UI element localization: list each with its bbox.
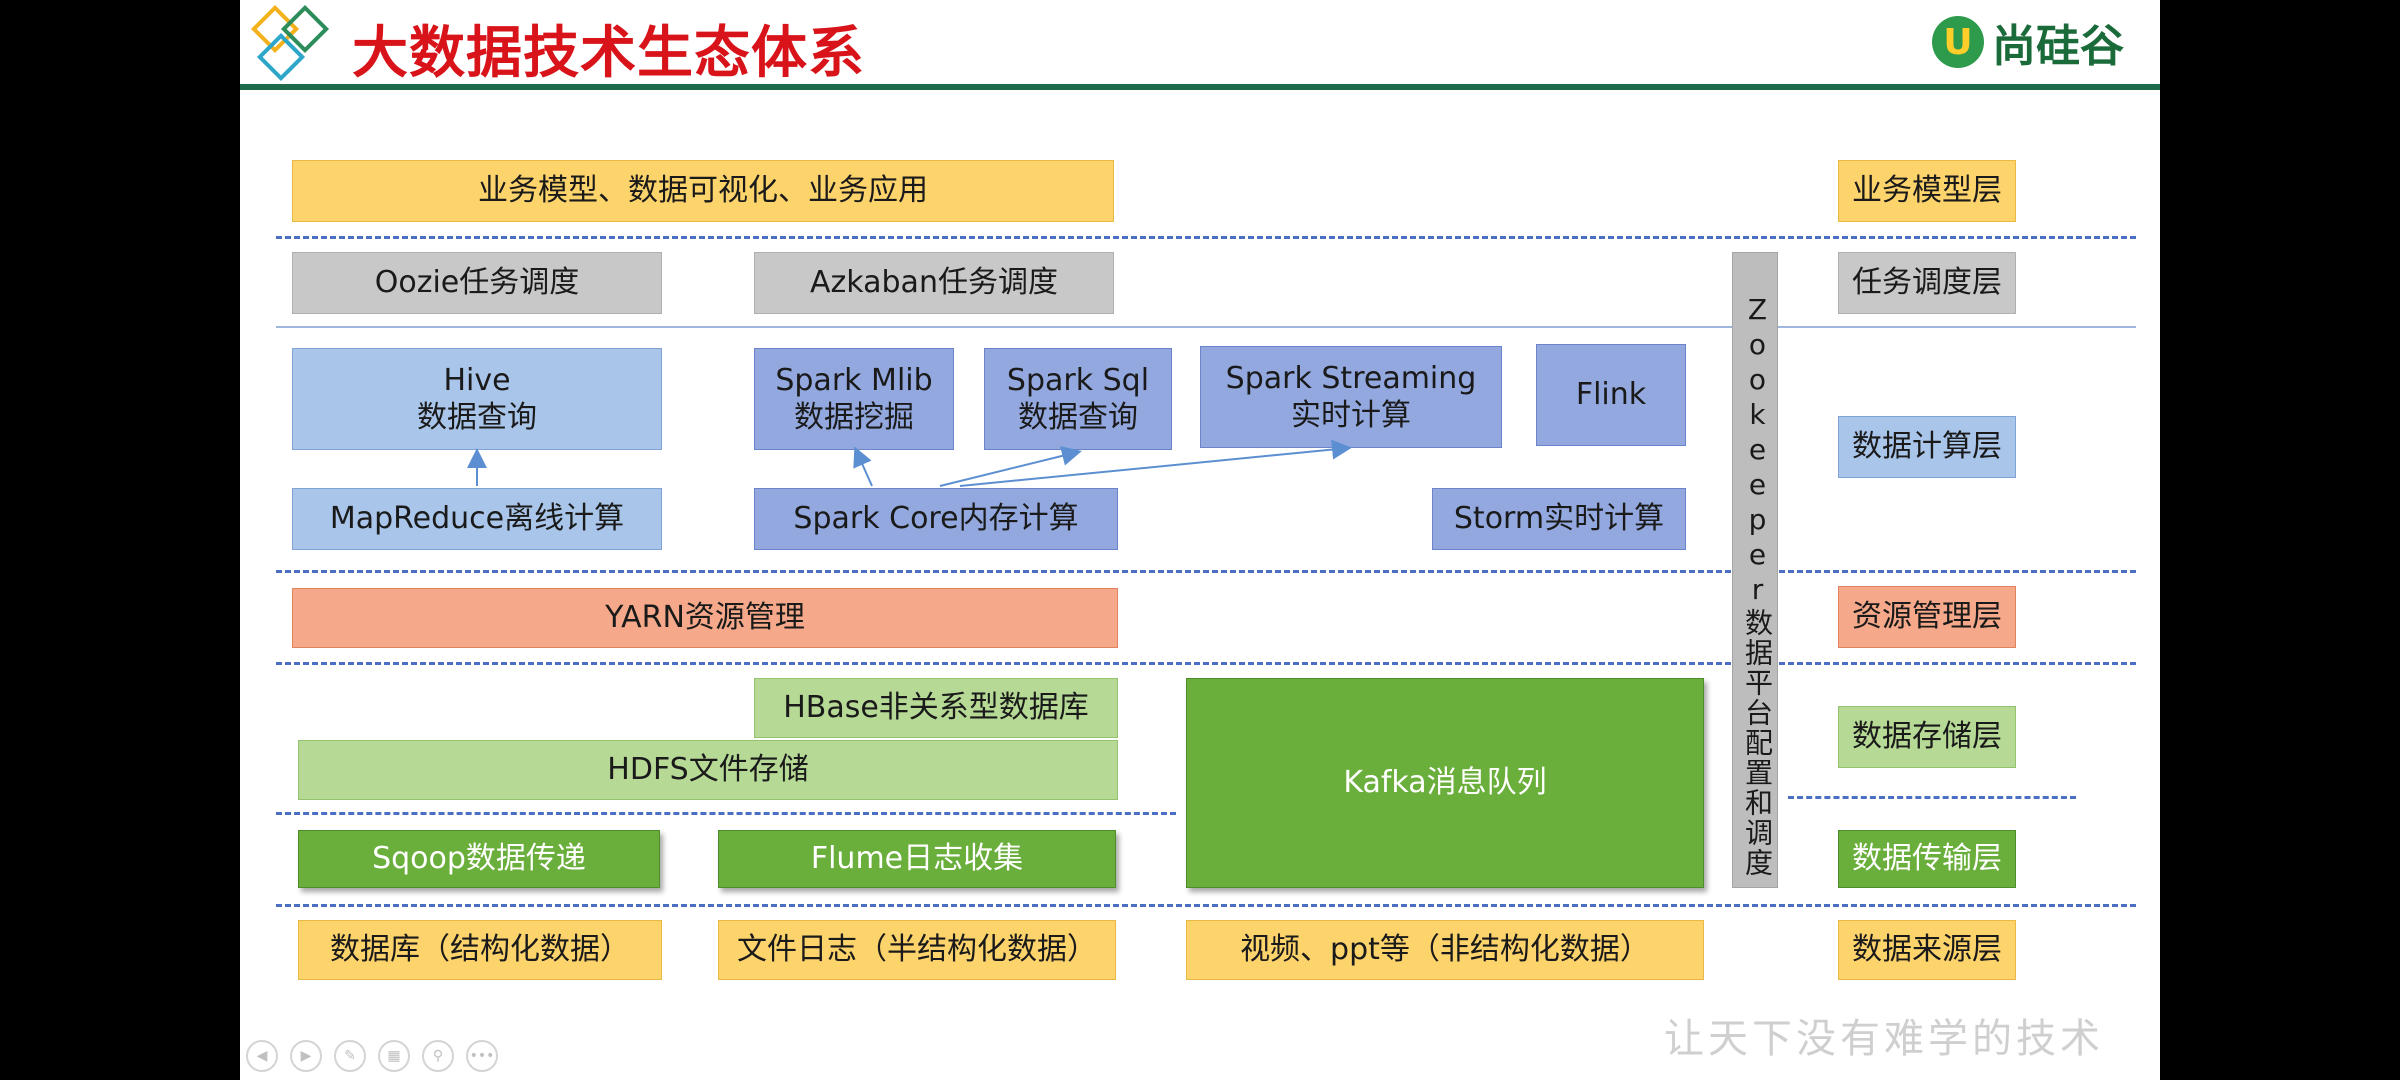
header-divider	[240, 84, 2160, 90]
layer-separator	[276, 326, 2136, 328]
arrows-overlay	[467, 439, 1352, 487]
page-title: 大数据技术生态体系	[352, 21, 865, 86]
business-app-box: 业务模型、数据可视化、业务应用	[292, 160, 1114, 222]
oozie-box: Oozie任务调度	[292, 252, 662, 314]
layer-label-schedule: 任务调度层	[1838, 252, 2016, 314]
layer-separator	[276, 662, 2136, 665]
pen-icon[interactable]: ✎	[334, 1040, 366, 1072]
storm-box: Storm实时计算	[1432, 488, 1686, 550]
arrow-core-streaming	[959, 439, 1352, 487]
zoom-icon[interactable]: ⚲	[422, 1040, 454, 1072]
next-slide-icon[interactable]: ▶	[290, 1040, 322, 1072]
arrow-core-mlib	[853, 446, 873, 487]
slogan: 让天下没有难学的技术	[1664, 1016, 2104, 1062]
arrow-core-sql	[939, 446, 1082, 487]
prev-slide-icon[interactable]: ◀	[246, 1040, 278, 1072]
brand-logo: U 尚硅谷	[1932, 10, 2124, 74]
brand-name: 尚硅谷	[1992, 21, 2124, 72]
layer-label-business: 业务模型层	[1838, 160, 2016, 222]
spark-streaming-box: Spark Streaming 实时计算	[1200, 346, 1502, 448]
layer-label-transfer: 数据传输层	[1838, 830, 2016, 888]
hdfs-box: HDFS文件存储	[298, 740, 1118, 800]
zookeeper-bar: Zookeeper数据平台配置和调度	[1732, 252, 1778, 888]
layer-label-source: 数据来源层	[1838, 920, 2016, 980]
hive-box: Hive 数据查询	[292, 348, 662, 450]
hbase-box: HBase非关系型数据库	[754, 678, 1118, 738]
brand-u-icon: U	[1932, 16, 1984, 68]
layer-label-resource: 资源管理层	[1838, 586, 2016, 648]
layer-separator	[276, 236, 2136, 239]
layer-separator	[276, 812, 1176, 815]
layer-label-storage: 数据存储层	[1838, 706, 2016, 768]
source-video-box: 视频、ppt等（非结构化数据）	[1186, 920, 1704, 980]
flink-box: Flink	[1536, 344, 1686, 446]
mapreduce-box: MapReduce离线计算	[292, 488, 662, 550]
logo-diamonds-icon	[250, 4, 330, 82]
layer-separator	[276, 904, 2136, 907]
more-icon[interactable]: •••	[466, 1040, 498, 1072]
slideshow-controls: ◀ ▶ ✎ ▦ ⚲ •••	[246, 1040, 498, 1072]
source-filelog-box: 文件日志（半结构化数据）	[718, 920, 1116, 980]
spark-core-box: Spark Core内存计算	[754, 488, 1118, 550]
spark-sql-box: Spark Sql 数据查询	[984, 348, 1172, 450]
slides-icon[interactable]: ▦	[378, 1040, 410, 1072]
kafka-box: Kafka消息队列	[1186, 678, 1704, 888]
yarn-box: YARN资源管理	[292, 588, 1118, 648]
azkaban-box: Azkaban任务调度	[754, 252, 1114, 314]
layer-label-compute: 数据计算层	[1838, 416, 2016, 478]
source-database-box: 数据库（结构化数据）	[298, 920, 662, 980]
layer-separator	[276, 570, 2136, 573]
flume-box: Flume日志收集	[718, 830, 1116, 888]
sqoop-box: Sqoop数据传递	[298, 830, 660, 888]
layer-separator	[1788, 796, 2076, 799]
slide: 大数据技术生态体系 U 尚硅谷 业务模型、数据可视化、业务应用 业务模型层 Oo…	[240, 0, 2160, 1080]
